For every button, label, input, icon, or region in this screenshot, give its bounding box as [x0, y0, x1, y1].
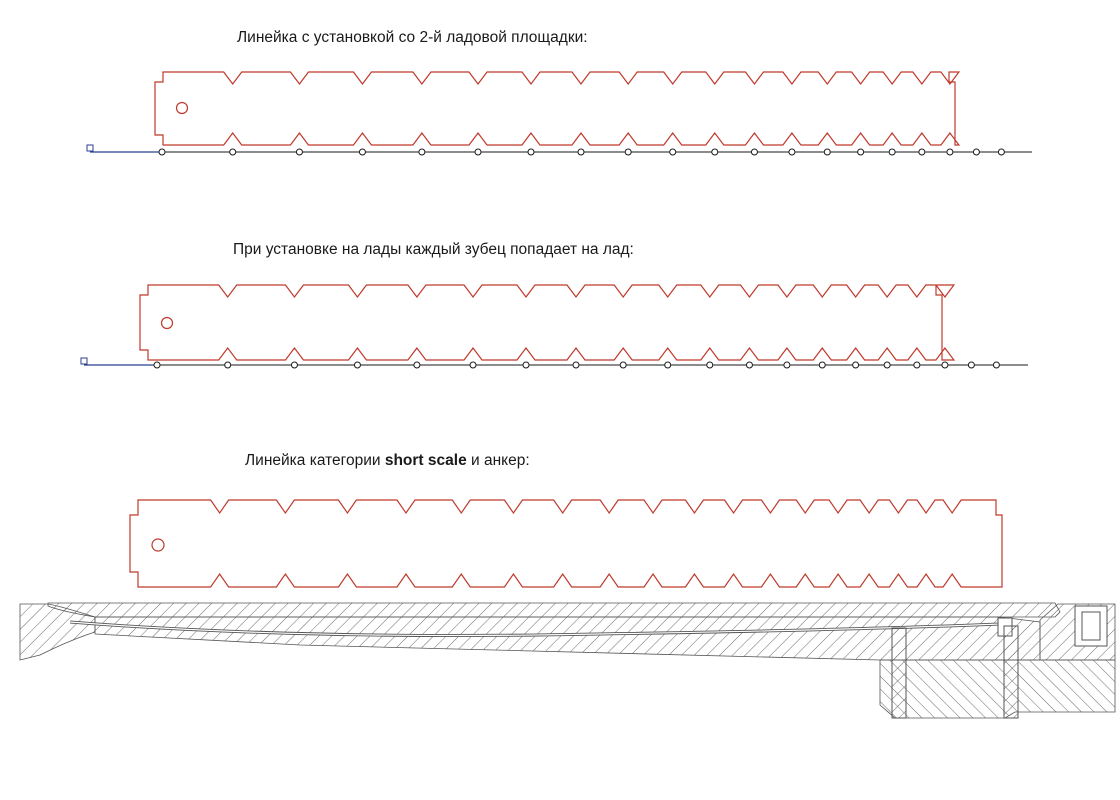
fret-marker	[358, 148, 366, 156]
right-fitting	[1074, 605, 1108, 647]
fret-marker	[527, 148, 535, 156]
ruler-3-hanging-hole	[151, 538, 165, 552]
fret-marker	[229, 148, 237, 156]
fret-marker	[669, 148, 677, 156]
fret-marker	[353, 361, 361, 369]
ruler-2-fret-line	[80, 357, 1028, 369]
truss-rod-inner	[69, 621, 1001, 637]
fret-marker	[857, 148, 865, 156]
fret-marker	[624, 148, 632, 156]
fretboard-section	[47, 602, 1061, 618]
right-fitting-inner	[1081, 611, 1101, 641]
fret-marker	[941, 361, 949, 369]
fret-marker	[823, 148, 831, 156]
ruler-1-hanging-hole	[175, 101, 189, 115]
fret-marker	[224, 361, 232, 369]
fret-marker	[572, 361, 580, 369]
fret-marker	[992, 361, 1000, 369]
fret-marker	[706, 361, 714, 369]
fret-marker	[913, 361, 921, 369]
fret-marker	[158, 148, 166, 156]
fret-marker	[413, 361, 421, 369]
fret-marker	[295, 148, 303, 156]
fret-marker	[918, 148, 926, 156]
ruler-3-outline	[129, 499, 1003, 588]
fret-marker	[418, 148, 426, 156]
fret-marker	[469, 361, 477, 369]
fret-marker	[997, 148, 1005, 156]
caption-short-scale-and-truss-rod: Линейка категории short scale и анкер:	[245, 452, 530, 470]
fret-marker	[711, 148, 719, 156]
fret-marker	[577, 148, 585, 156]
ruler-2-hanging-hole	[160, 316, 174, 330]
truss-rod-anchor-slot	[891, 627, 907, 719]
fret-marker	[788, 148, 796, 156]
ruler-3-short-scale	[129, 499, 1003, 588]
fret-marker	[888, 148, 896, 156]
fret-marker	[522, 361, 530, 369]
fret-marker	[946, 148, 954, 156]
nut-marker	[80, 357, 88, 365]
caption-short-scale-prefix: Линейка категории	[245, 452, 385, 469]
ruler-1	[86, 71, 1032, 156]
fret-marker	[852, 361, 860, 369]
neck-heel-block	[879, 659, 1116, 719]
caption-teeth-on-frets: При установке на лады каждый зубец попад…	[233, 241, 634, 258]
fret-marker	[967, 361, 975, 369]
truss-rod-end-slot	[1003, 625, 1019, 719]
fret-marker	[972, 148, 980, 156]
fret-marker	[619, 361, 627, 369]
fret-marker	[290, 361, 298, 369]
fret-marker	[818, 361, 826, 369]
fret-marker	[153, 361, 161, 369]
fret-marker	[750, 148, 758, 156]
fret-marker	[783, 361, 791, 369]
ruler-1-fret-line	[86, 144, 1032, 156]
fret-marker	[664, 361, 672, 369]
neck-cross-section	[19, 602, 1116, 719]
fret-marker	[474, 148, 482, 156]
ruler-1-outline	[154, 71, 961, 146]
ruler-2-outline	[139, 284, 956, 361]
fret-marker	[883, 361, 891, 369]
caption-short-scale-suffix: и анкер:	[466, 452, 530, 469]
ruler-2	[80, 284, 1028, 369]
caption-ruler-from-second-fret: Линейка с установкой со 2-й ладовой площ…	[237, 29, 588, 46]
caption-short-scale-bold: short scale	[384, 452, 467, 469]
nut-marker	[86, 144, 94, 152]
fret-marker	[745, 361, 753, 369]
